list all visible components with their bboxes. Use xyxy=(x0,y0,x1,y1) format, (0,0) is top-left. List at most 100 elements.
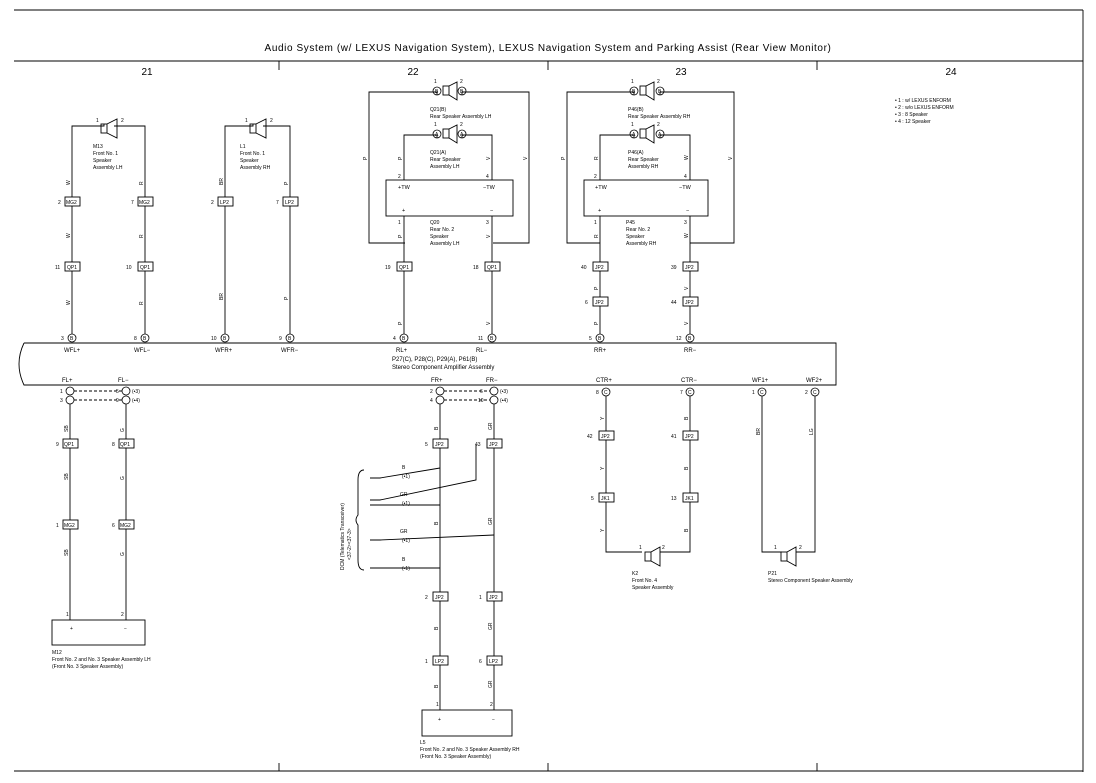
svg-text:3: 3 xyxy=(61,336,64,342)
column-number: 22 xyxy=(407,67,419,78)
svg-text:B: B xyxy=(402,557,406,563)
svg-text:Y: Y xyxy=(600,528,606,532)
component-label: K2 xyxy=(632,571,638,577)
svg-text:1: 1 xyxy=(639,545,642,551)
component-label: Q21(B) xyxy=(430,107,446,113)
svg-text:P: P xyxy=(594,321,600,325)
svg-text:B: B xyxy=(684,416,690,420)
svg-text:B: B xyxy=(598,336,602,342)
svg-text:2: 2 xyxy=(425,595,428,601)
svg-text:P: P xyxy=(398,234,404,238)
svg-text:W: W xyxy=(684,155,690,160)
svg-text:B: B xyxy=(434,684,440,688)
svg-text:JP2: JP2 xyxy=(685,434,694,440)
terminal-label: WF1+ xyxy=(752,378,769,384)
svg-text:MG2: MG2 xyxy=(64,523,75,529)
wire-colors-top: W R BR P W R W R BR P P P V V P V P V P … xyxy=(66,155,734,325)
svg-text:1: 1 xyxy=(66,612,69,618)
component-label: Q20 xyxy=(430,220,440,226)
component-label: Front No. 1 xyxy=(93,151,118,157)
svg-text:1: 1 xyxy=(774,545,777,551)
l5-label: L5 Front No. 2 and No. 3 Speaker Assembl… xyxy=(420,740,520,760)
svg-text:39: 39 xyxy=(671,265,677,271)
svg-text:B: B xyxy=(223,336,227,342)
svg-text:P: P xyxy=(363,156,369,160)
svg-text:G: G xyxy=(120,476,126,480)
svg-text:JP2: JP2 xyxy=(601,434,610,440)
amplifier-body: P27(C), P28(C), P29(A), P61(B) Stereo Co… xyxy=(18,342,837,386)
svg-text:2: 2 xyxy=(657,79,660,85)
component-label: Assembly RH xyxy=(240,165,271,171)
terminal-label: RL+ xyxy=(396,348,408,354)
svg-text:JP2: JP2 xyxy=(489,595,498,601)
svg-text:JP2: JP2 xyxy=(685,265,694,271)
svg-text:GR: GR xyxy=(488,517,494,525)
svg-text:QP1: QP1 xyxy=(64,442,74,448)
svg-text:B: B xyxy=(402,465,406,471)
svg-text:JP2: JP2 xyxy=(685,300,694,306)
svg-text:MG2: MG2 xyxy=(139,200,150,206)
component-label: Speaker Assembly xyxy=(632,585,674,591)
svg-text:1: 1 xyxy=(434,79,437,85)
svg-text:V: V xyxy=(486,321,492,325)
svg-text:P: P xyxy=(561,156,567,160)
note: • 1 : w/ LEXUS ENFORM xyxy=(895,98,951,104)
component-label: M13 xyxy=(93,144,103,150)
svg-text:2: 2 xyxy=(799,545,802,551)
column-number: 24 xyxy=(945,67,957,78)
terminal-label: FR− xyxy=(486,378,498,384)
svg-text:1: 1 xyxy=(398,220,401,226)
svg-text:19: 19 xyxy=(385,265,391,271)
svg-text:2: 2 xyxy=(657,122,660,128)
svg-text:C: C xyxy=(760,390,764,396)
component-label: P46(B) xyxy=(628,107,644,113)
plus-label: + xyxy=(598,208,601,214)
svg-text:2: 2 xyxy=(662,545,665,551)
svg-text:V: V xyxy=(523,156,529,160)
component-label: Assembly LH xyxy=(430,241,460,247)
svg-text:JK1: JK1 xyxy=(685,496,694,502)
svg-text:P: P xyxy=(284,181,290,185)
svg-text:C: C xyxy=(604,390,608,396)
column-number: 23 xyxy=(675,67,687,78)
svg-text:R: R xyxy=(594,234,600,238)
svg-text:P: P xyxy=(594,286,600,290)
svg-text:(•1): (•1) xyxy=(402,538,410,544)
svg-text:JP2: JP2 xyxy=(435,595,444,601)
svg-text:44: 44 xyxy=(671,300,677,306)
svg-text:2: 2 xyxy=(121,118,124,124)
terminal-label: FL− xyxy=(118,378,129,384)
svg-text:6: 6 xyxy=(480,389,483,395)
svg-text:42: 42 xyxy=(587,434,593,440)
svg-text:3: 3 xyxy=(684,220,687,226)
svg-text:1: 1 xyxy=(479,595,482,601)
svg-text:2: 2 xyxy=(398,174,401,180)
component-label: Assembly LH xyxy=(430,164,460,170)
p21-speaker: P21 Stereo Component Speaker Assembly xyxy=(768,546,853,584)
component-label: P21 xyxy=(768,571,777,577)
component-label: Assembly RH xyxy=(628,164,659,170)
svg-text:3: 3 xyxy=(486,220,489,226)
svg-text:R: R xyxy=(139,181,145,185)
svg-text:4: 4 xyxy=(393,336,396,342)
svg-text:18: 18 xyxy=(473,265,479,271)
svg-text:GR: GR xyxy=(488,622,494,630)
svg-text:SB: SB xyxy=(64,549,70,556)
svg-text:MG2: MG2 xyxy=(66,200,77,206)
terminal-label: CTR+ xyxy=(596,378,612,384)
component-label: Rear Speaker xyxy=(628,157,659,163)
diagram-title: Audio System (w/ LEXUS Navigation System… xyxy=(265,43,832,54)
terminal-label: RR+ xyxy=(594,348,607,354)
component-label: <37-2><37-3> xyxy=(347,528,353,560)
svg-text:B: B xyxy=(434,521,440,525)
dcm-label: DCM (Telematics Transceiver) <37-2><37-3… xyxy=(340,469,365,571)
component-label: Front No. 4 xyxy=(632,578,657,584)
svg-text:1: 1 xyxy=(594,220,597,226)
svg-text:6: 6 xyxy=(585,300,588,306)
svg-text:QP1: QP1 xyxy=(120,442,130,448)
component-label: Rear Speaker xyxy=(430,157,461,163)
